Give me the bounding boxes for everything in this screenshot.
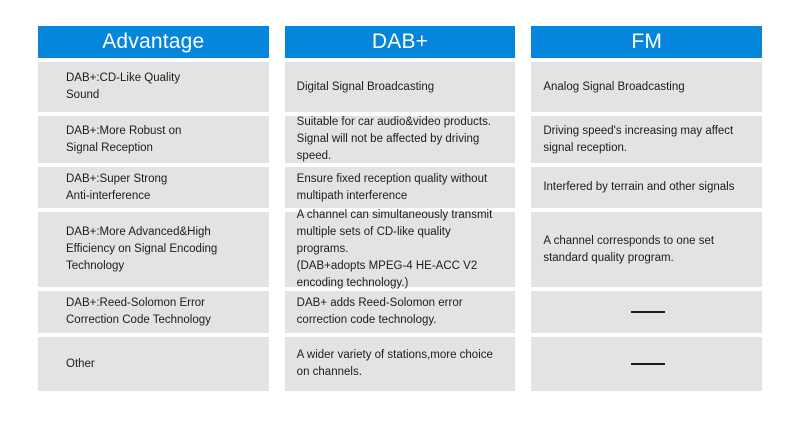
- em-dash-icon: [630, 311, 665, 313]
- table-cell: Other: [38, 337, 269, 391]
- table-cell: DAB+:Reed-Solomon Error Correction Code …: [38, 291, 269, 333]
- cell-text: Driving speed's increasing may affect si…: [543, 124, 734, 154]
- table-cell-empty: [531, 291, 763, 333]
- cell-text: Digital Signal Broadcasting: [296, 80, 435, 93]
- cell-text: A channel can simultaneously transmit mu…: [296, 209, 493, 289]
- table-cell: DAB+:More Robust on Signal Reception: [38, 116, 269, 163]
- cell-text: Other: [66, 357, 95, 370]
- column-advantage: Advantage DAB+:CD-Like Quality Sound DAB…: [38, 26, 269, 391]
- table-cell: Driving speed's increasing may affect si…: [531, 116, 763, 163]
- column-fm: FM Analog Signal Broadcasting Driving sp…: [531, 26, 763, 391]
- cell-text: DAB+ adds Reed-Solomon error correction …: [296, 297, 463, 326]
- column-header-advantage: Advantage: [38, 26, 269, 58]
- cell-text: DAB+:Super Strong Anti-interference: [66, 172, 168, 202]
- table-cell: DAB+:Super Strong Anti-interference: [38, 167, 269, 208]
- table-cell: A wider variety of stations,more choice …: [284, 337, 516, 391]
- table-cell: DAB+:More Advanced&High Efficiency on Si…: [38, 212, 269, 287]
- table-cell: A channel corresponds to one set standar…: [531, 212, 763, 287]
- cell-text: Interfered by terrain and other signals: [543, 181, 735, 193]
- table-cell: Analog Signal Broadcasting: [531, 62, 763, 112]
- table-cell: A channel can simultaneously transmit mu…: [284, 209, 516, 289]
- column-dabplus: DAB+ Digital Signal Broadcasting Suitabl…: [284, 26, 516, 391]
- table-cell: DAB+:CD-Like Quality Sound: [38, 62, 269, 112]
- column-header-dabplus: DAB+: [284, 26, 516, 58]
- cell-text: DAB+:Reed-Solomon Error Correction Code …: [66, 297, 211, 326]
- table-cell: Ensure fixed reception quality without m…: [284, 167, 516, 208]
- table-cell: Interfered by terrain and other signals: [531, 167, 763, 208]
- cell-text: Analog Signal Broadcasting: [543, 80, 685, 93]
- cell-text: A wider variety of stations,more choice …: [296, 349, 493, 378]
- cell-text: DAB+:More Robust on Signal Reception: [66, 124, 182, 154]
- cell-text: DAB+:More Advanced&High Efficiency on Si…: [66, 226, 218, 272]
- table-cell-empty: [531, 337, 763, 391]
- table-cell: Suitable for car audio&video products. S…: [284, 116, 516, 163]
- em-dash-icon: [630, 363, 665, 365]
- cell-text: DAB+:CD-Like Quality Sound: [66, 72, 181, 101]
- comparison-table: Advantage DAB+:CD-Like Quality Sound DAB…: [38, 26, 763, 391]
- table-cell: Digital Signal Broadcasting: [284, 62, 516, 112]
- cell-text: Ensure fixed reception quality without m…: [296, 172, 488, 202]
- column-header-fm: FM: [531, 26, 763, 58]
- cell-text: A channel corresponds to one set standar…: [543, 234, 715, 264]
- cell-text: Suitable for car audio&video products. S…: [296, 116, 492, 162]
- table-cell: DAB+ adds Reed-Solomon error correction …: [284, 291, 516, 333]
